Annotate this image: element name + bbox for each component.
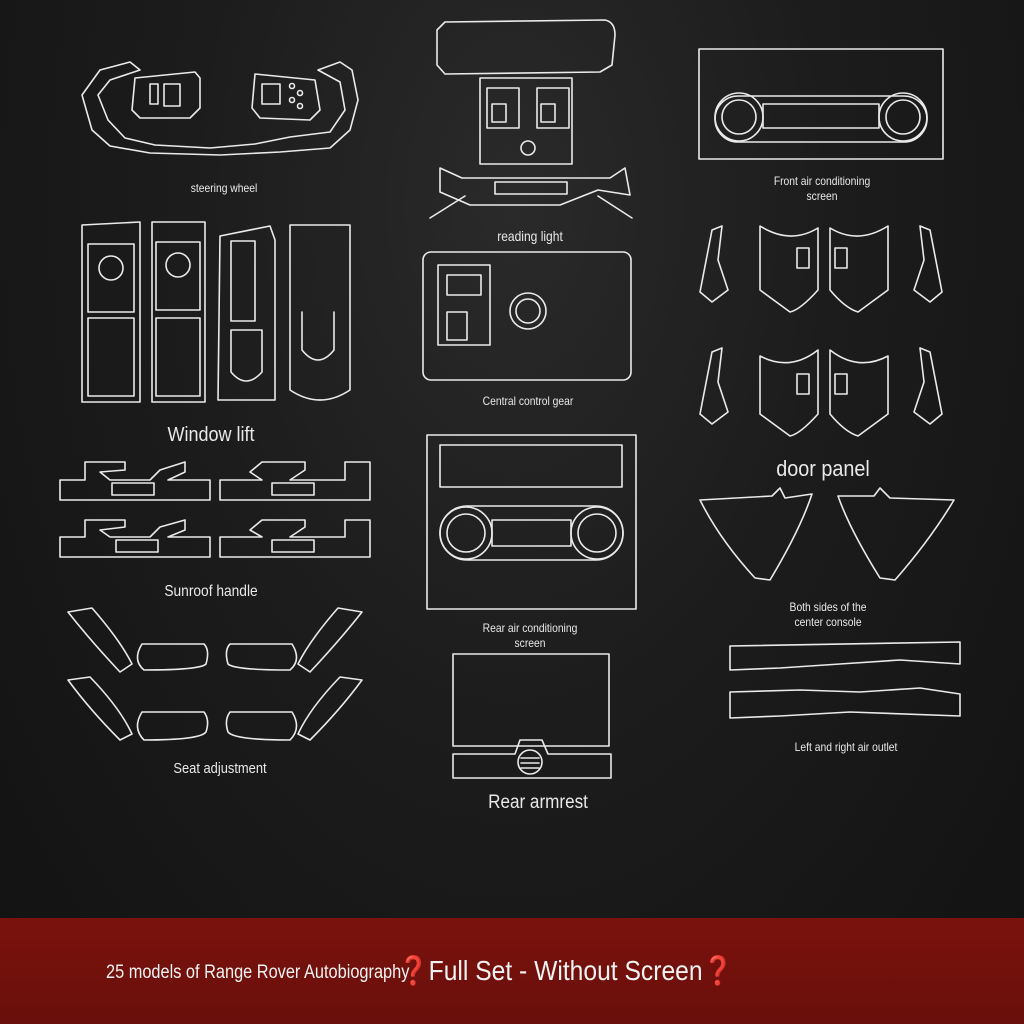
banner-set-text: ❓Full Set - Without Screen❓ <box>398 955 734 986</box>
label-front-ac-line1: Front air conditioning <box>773 174 871 188</box>
rear-armrest-cutout <box>452 653 612 779</box>
label-console-sides: Both sides of the center console <box>790 600 867 630</box>
label-window-lift: Window lift <box>167 424 255 446</box>
banner-text: 25 models of Range Rover Autobiography ❓… <box>106 955 733 986</box>
door-panel-cutout <box>699 225 943 437</box>
label-door-panel: door panel <box>776 456 870 481</box>
label-rear-ac: Rear air conditioning screen <box>483 621 578 651</box>
front-ac-screen-cutout <box>698 48 944 160</box>
label-sunroof-handle: Sunroof handle <box>164 583 258 600</box>
label-console-sides-line2: center console <box>794 615 862 629</box>
label-console-sides-line1: Both sides of the <box>789 600 867 614</box>
banner-model-text: 25 models of Range Rover Autobiography <box>106 962 410 983</box>
label-front-ac-line2: screen <box>806 189 838 203</box>
label-rear-ac-line2: screen <box>514 636 546 650</box>
rear-ac-screen-cutout <box>426 434 637 610</box>
air-outlet-cutout <box>729 641 961 719</box>
label-front-ac: Front air conditioning screen <box>774 174 870 204</box>
reading-light-cutout <box>429 19 633 219</box>
label-air-outlet: Left and right air outlet <box>794 740 898 754</box>
window-lift-cutout <box>81 221 351 403</box>
seat-adjustment-cutout <box>67 607 363 741</box>
footer-banner <box>0 918 1024 1024</box>
cut-pattern-diagram <box>59 19 961 779</box>
label-steering-wheel: steering wheel <box>190 181 258 195</box>
label-seat-adjustment: Seat adjustment <box>173 760 267 777</box>
label-rear-armrest: Rear armrest <box>488 792 588 813</box>
label-rear-ac-line1: Rear air conditioning <box>482 621 578 635</box>
label-reading-light: reading light <box>497 228 563 244</box>
label-central-control-gear: Central control gear <box>482 394 574 408</box>
central-control-gear-cutout <box>422 251 632 381</box>
sunroof-handle-cutout <box>59 461 371 558</box>
steering-wheel-cutout <box>81 61 359 156</box>
center-console-sides-cutout <box>699 487 955 581</box>
